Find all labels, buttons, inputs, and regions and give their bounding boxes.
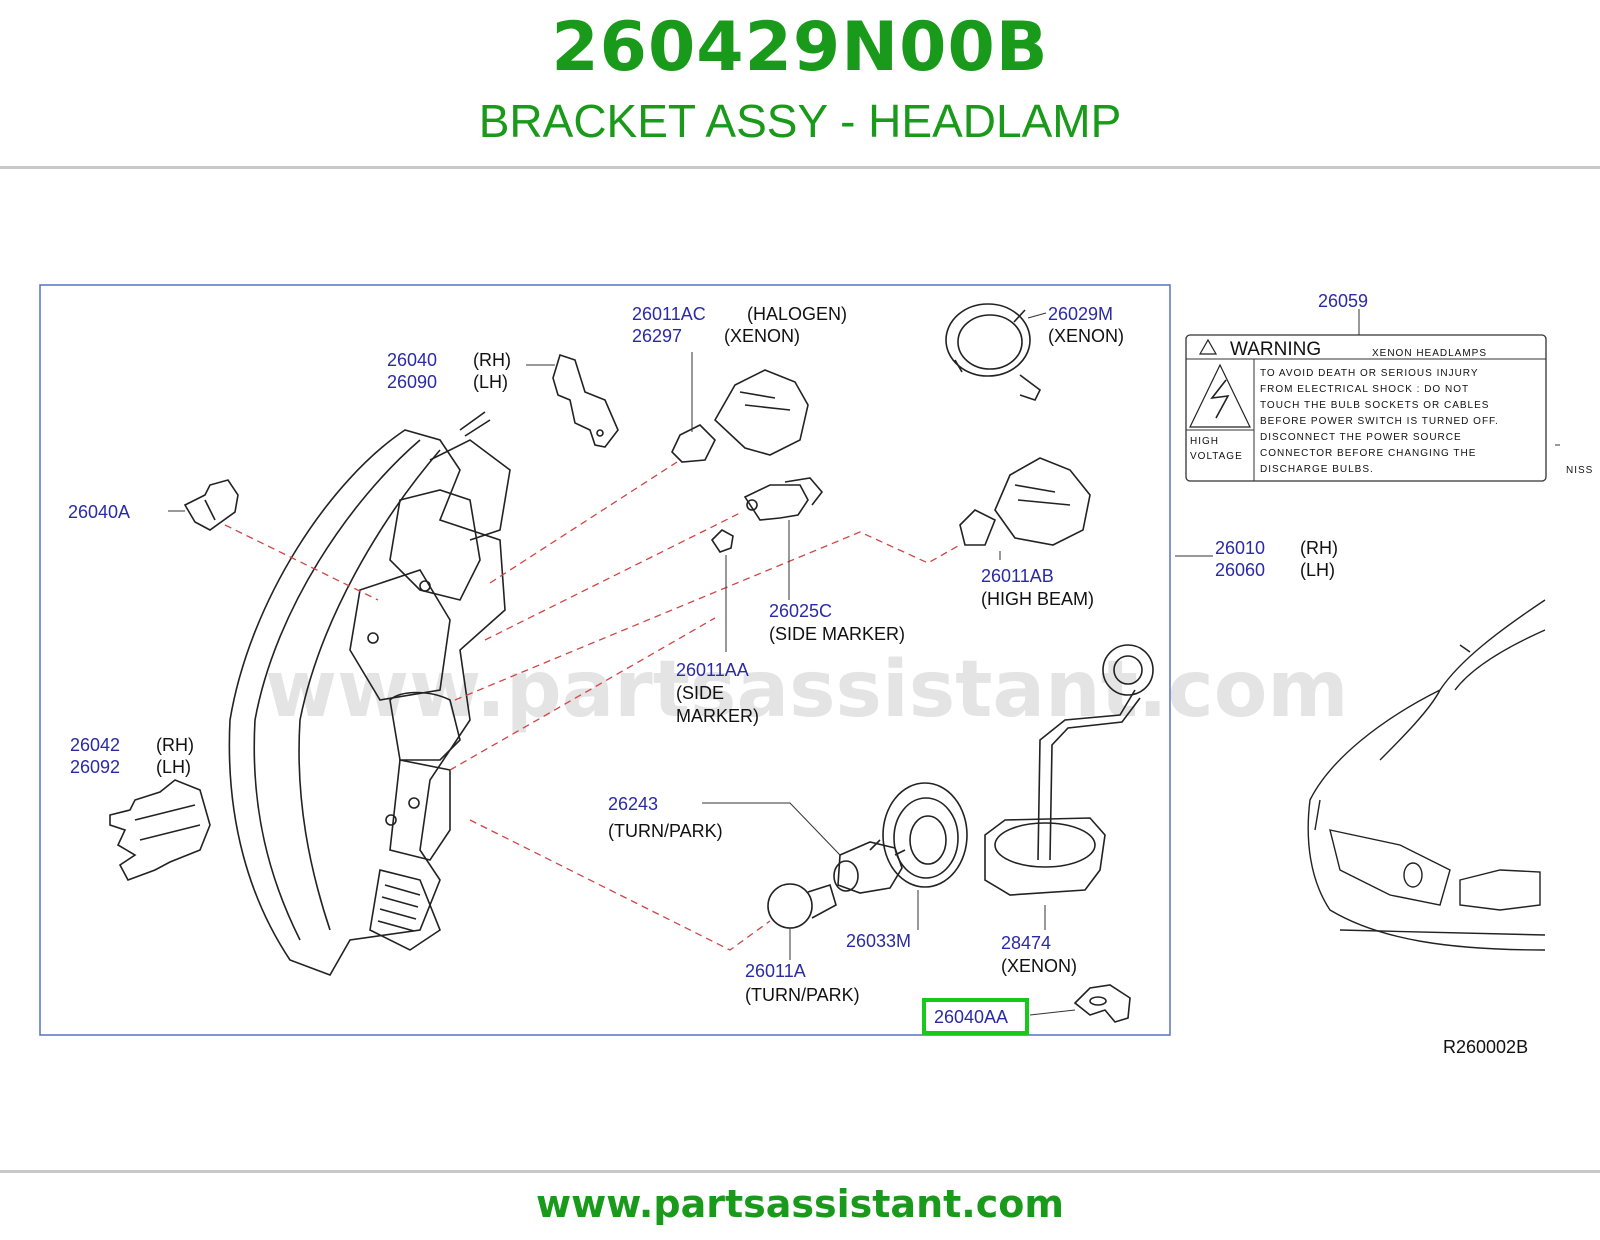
warning-subtitle: XENON HEADLAMPS <box>1372 348 1487 359</box>
bracket-26040A-drawing <box>183 479 239 531</box>
leader-lines <box>168 309 1560 1016</box>
part-note-rh-26010: (RH) <box>1300 538 1338 558</box>
part-number-26040[interactable]: 26040 <box>387 350 437 370</box>
part-note-xenon-26029M: (XENON) <box>1048 326 1124 346</box>
diagram-frame <box>39 284 1171 1036</box>
part-number-26011A[interactable]: 26011A <box>745 961 806 981</box>
watermark-text: www.partsassistant.com <box>265 645 1349 735</box>
seal-26033M-drawing <box>882 782 968 888</box>
part-number-26011AA[interactable]: 26011AA <box>676 660 749 680</box>
part-number-26025C[interactable]: 26025C <box>769 601 832 621</box>
warning-line-5: DISCONNECT THE POWER SOURCE <box>1260 432 1462 443</box>
diagram-code: R260002B <box>1443 1037 1528 1057</box>
warning-line-3: TOUCH THE BULB SOCKETS OR CABLES <box>1260 400 1489 411</box>
part-note-turn-park-26011A: (TURN/PARK) <box>745 985 860 1005</box>
bulb-26011A-drawing <box>767 883 837 929</box>
part-note-xenon-28474: (XENON) <box>1001 956 1077 976</box>
part-note-marker-26011AA: MARKER) <box>676 706 759 726</box>
brand-fragment-text: NISS <box>1566 465 1593 476</box>
warning-label: WARNING XENON HEADLAMPS TO AVOID DEATH O… <box>1185 334 1593 482</box>
part-number-26059[interactable]: 26059 <box>1318 291 1368 311</box>
socket-26025C-drawing <box>743 477 824 521</box>
warning-line-2: FROM ELECTRICAL SHOCK : DO NOT <box>1260 384 1469 395</box>
high-voltage-line-1: HIGH <box>1190 436 1219 447</box>
part-number-26042[interactable]: 26042 <box>70 735 120 755</box>
part-note-side-26011AA: (SIDE <box>676 683 724 703</box>
part-note-lh-26090: (LH) <box>473 372 508 392</box>
igniter-28474-drawing <box>984 644 1154 896</box>
part-note-side-marker-26025C: (SIDE MARKER) <box>769 624 905 644</box>
bulb-26011AA-drawing <box>710 529 734 553</box>
bracket-26042-drawing <box>109 779 211 881</box>
part-number-26011AC[interactable]: 26011AC <box>632 304 706 324</box>
high-voltage-line-2: VOLTAGE <box>1190 451 1243 462</box>
warning-line-1: TO AVOID DEATH OR SERIOUS INJURY <box>1260 368 1479 379</box>
header-divider <box>0 166 1600 169</box>
warning-line-7: DISCHARGE BULBS. <box>1260 464 1374 475</box>
warning-title: WARNING <box>1230 339 1321 360</box>
part-number-26092[interactable]: 26092 <box>70 757 120 777</box>
footer-divider <box>0 1170 1600 1173</box>
warning-line-4: BEFORE POWER SWITCH IS TURNED OFF. <box>1260 416 1499 427</box>
part-note-halogen: (HALOGEN) <box>747 304 847 324</box>
part-note-lh-26092: (LH) <box>156 757 191 777</box>
warning-line-6: CONNECTOR BEFORE CHANGING THE <box>1260 448 1476 459</box>
bulb-26011AB-drawing <box>959 457 1091 546</box>
part-number-26040AA[interactable]: 26040AA <box>934 1007 1008 1027</box>
bracket-26040-drawing <box>552 353 619 448</box>
bulb-26011AC-drawing <box>671 369 809 463</box>
part-number-26060[interactable]: 26060 <box>1215 560 1265 580</box>
warning-triangle-icon <box>1198 338 1218 355</box>
part-note-rh-26040: (RH) <box>473 350 511 370</box>
assembly-guide-lines <box>224 461 959 951</box>
part-number-26040A[interactable]: 26040A <box>68 502 130 522</box>
part-number-26033M[interactable]: 26033M <box>846 931 911 951</box>
headlamp-assembly-drawing <box>228 411 511 976</box>
part-note-xenon-26297: (XENON) <box>724 326 800 346</box>
socket-26029M-drawing <box>945 303 1042 401</box>
footer-url[interactable]: www.partsassistant.com <box>536 1182 1064 1226</box>
part-number-26029M[interactable]: 26029M <box>1048 304 1113 324</box>
part-note-turn-park-26243: (TURN/PARK) <box>608 821 723 841</box>
part-number-title: 260429N00B <box>551 8 1049 87</box>
vehicle-front-drawing <box>1307 599 1546 951</box>
page-header: 260429N00B BRACKET ASSY - HEADLAMP <box>0 0 1600 168</box>
part-number-28474[interactable]: 28474 <box>1001 933 1051 953</box>
part-note-high-beam: (HIGH BEAM) <box>981 589 1094 609</box>
part-number-26010[interactable]: 26010 <box>1215 538 1265 558</box>
part-number-26011AB[interactable]: 26011AB <box>981 566 1054 586</box>
part-description-title: BRACKET ASSY - HEADLAMP <box>478 95 1122 147</box>
lightning-bolt-icon <box>1210 379 1230 419</box>
bracket-26040AA-drawing <box>1073 984 1131 1023</box>
part-number-26243[interactable]: 26243 <box>608 794 658 814</box>
part-number-26297[interactable]: 26297 <box>632 326 682 346</box>
part-note-rh-26042: (RH) <box>156 735 194 755</box>
part-number-26090[interactable]: 26090 <box>387 372 437 392</box>
high-voltage-triangle-icon <box>1189 363 1251 428</box>
part-note-lh-26060: (LH) <box>1300 560 1335 580</box>
warning-label-frame <box>1185 334 1547 482</box>
highlight-box-26040AA <box>922 998 1029 1035</box>
